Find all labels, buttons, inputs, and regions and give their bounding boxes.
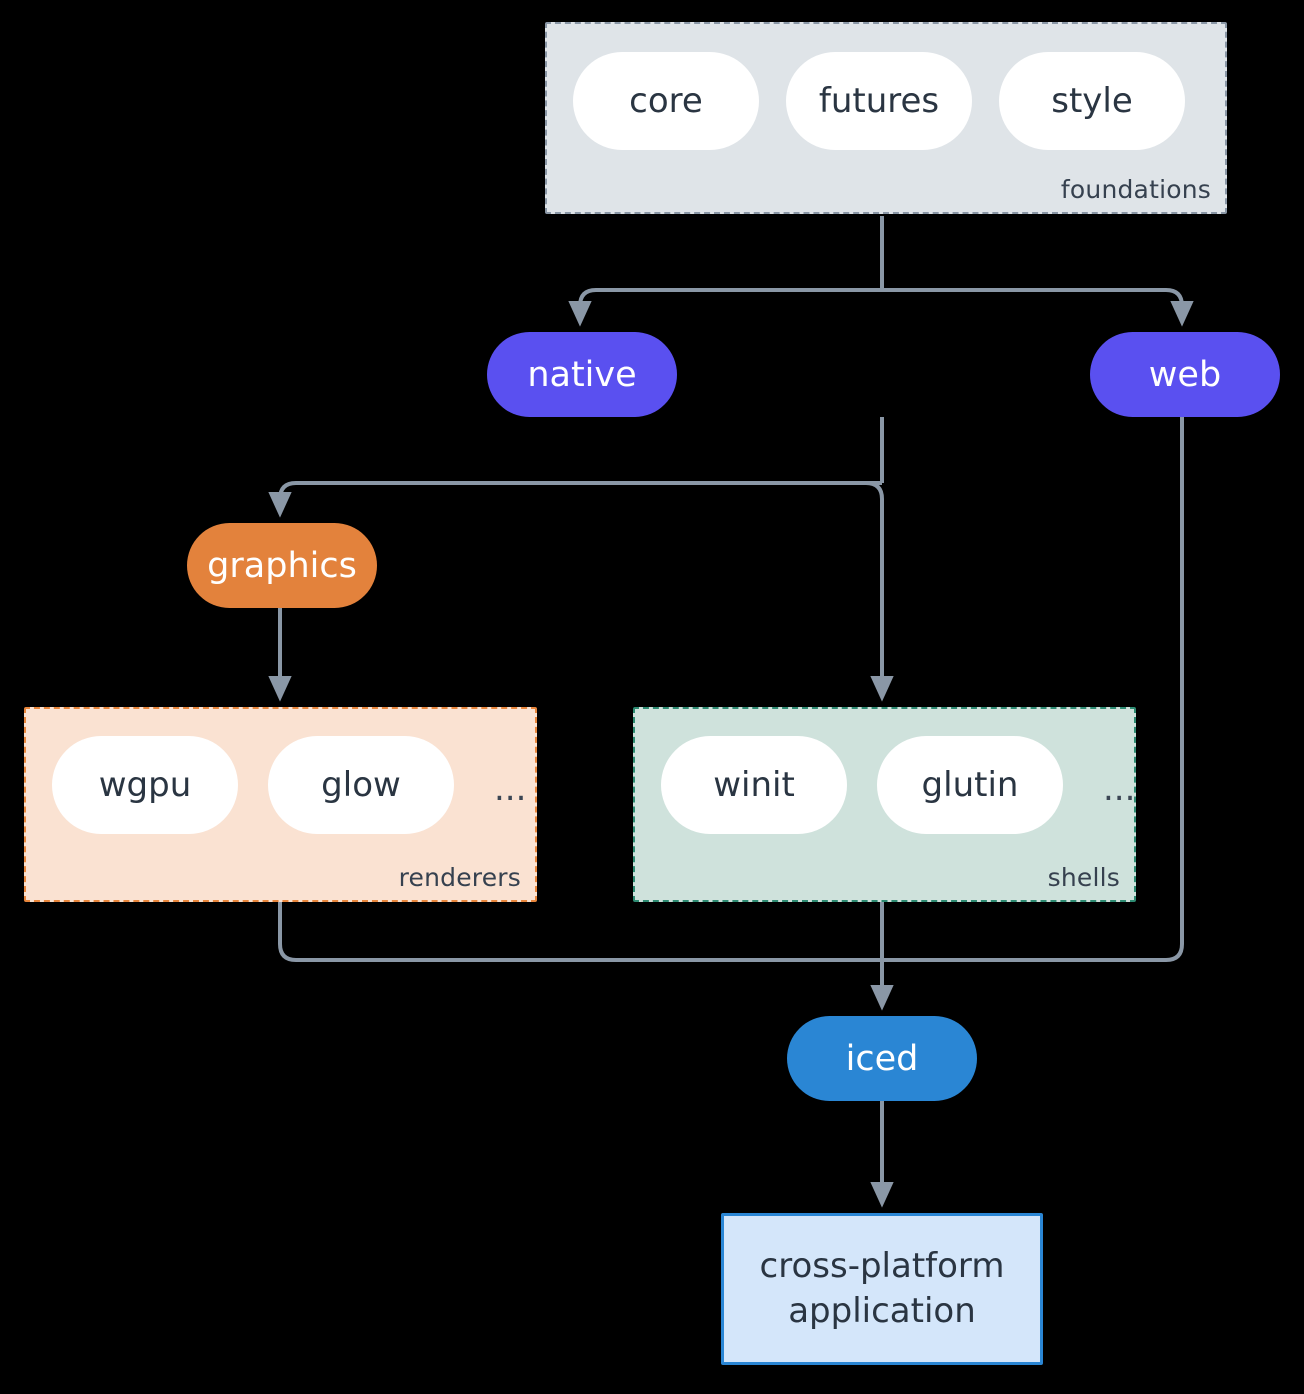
renderers-more-ellipsis: ... bbox=[494, 769, 527, 809]
node-futures-label: futures bbox=[818, 81, 940, 121]
node-core[interactable]: core bbox=[573, 52, 759, 150]
edge-native-to-shells bbox=[864, 481, 894, 702]
group-shells: winit glutin ... shells bbox=[633, 707, 1136, 902]
group-foundations-label: foundations bbox=[1060, 175, 1211, 204]
node-iced[interactable]: iced bbox=[787, 1016, 977, 1101]
node-application-line2: application bbox=[788, 1291, 976, 1331]
node-glow-label: glow bbox=[321, 765, 401, 805]
node-style-label: style bbox=[1051, 81, 1133, 121]
edge-foundations-to-native bbox=[568, 288, 882, 327]
edge-foundations-to-web bbox=[882, 288, 1194, 327]
node-wgpu[interactable]: wgpu bbox=[52, 736, 238, 834]
node-graphics-label: graphics bbox=[207, 545, 357, 586]
node-application[interactable]: cross-platform application bbox=[721, 1213, 1043, 1365]
group-renderers: wgpu glow ... renderers bbox=[24, 707, 537, 902]
node-core-label: core bbox=[629, 81, 703, 121]
shells-more-ellipsis: ... bbox=[1103, 769, 1136, 809]
node-winit-label: winit bbox=[713, 765, 795, 805]
node-glutin[interactable]: glutin bbox=[877, 736, 1063, 834]
node-futures[interactable]: futures bbox=[786, 52, 972, 150]
node-graphics[interactable]: graphics bbox=[187, 523, 377, 608]
node-iced-label: iced bbox=[845, 1038, 919, 1079]
node-glutin-label: glutin bbox=[921, 765, 1019, 805]
edge-renderers-to-iced bbox=[278, 902, 882, 962]
node-glow[interactable]: glow bbox=[268, 736, 454, 834]
node-style[interactable]: style bbox=[999, 52, 1185, 150]
node-web-label: web bbox=[1148, 354, 1222, 395]
group-renderers-label: renderers bbox=[398, 863, 521, 892]
group-foundations: core futures style foundations bbox=[545, 22, 1227, 214]
node-web[interactable]: web bbox=[1090, 332, 1280, 417]
group-shells-items: winit glutin ... bbox=[661, 736, 1145, 834]
node-winit[interactable]: winit bbox=[661, 736, 847, 834]
node-native[interactable]: native bbox=[487, 332, 677, 417]
edge-native-to-graphics bbox=[268, 481, 882, 518]
node-application-line1: cross-platform bbox=[759, 1246, 1005, 1287]
node-native-label: native bbox=[527, 354, 637, 395]
node-wgpu-label: wgpu bbox=[98, 765, 192, 805]
group-foundations-items: core futures style bbox=[573, 52, 1185, 150]
group-shells-label: shells bbox=[1047, 863, 1120, 892]
group-renderers-items: wgpu glow ... bbox=[52, 736, 536, 834]
